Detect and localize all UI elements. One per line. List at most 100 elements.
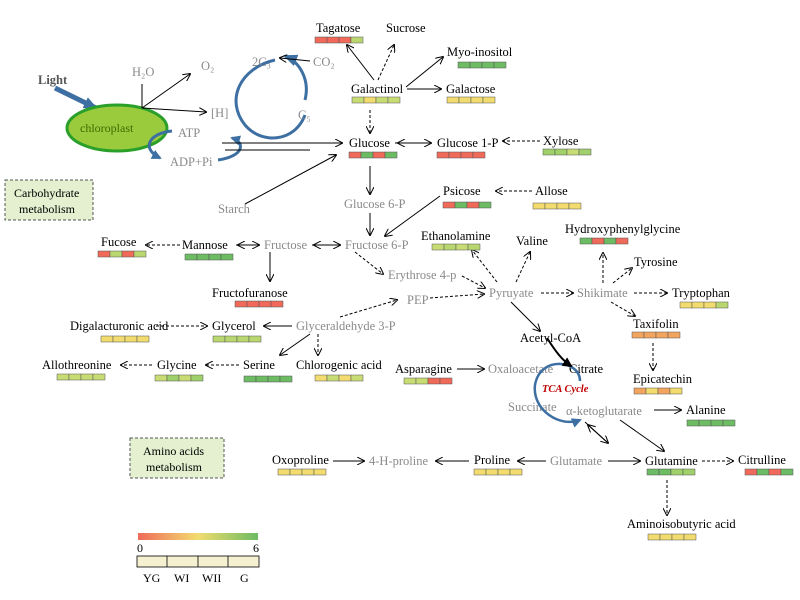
tca-cycle-arc	[533, 362, 582, 428]
heatmap-cell	[56, 373, 70, 381]
chlorogenic-label: Chlorogenic acid	[296, 358, 382, 372]
pathway-arrows	[121, 45, 733, 515]
glucose-label: Glucose	[349, 136, 390, 150]
heatmap-fructofuranose	[234, 300, 284, 308]
heatmap-cell	[255, 375, 269, 383]
heatmap-cell	[671, 533, 685, 541]
heatmap-cell	[112, 335, 126, 343]
sucrose-label: Sucrose	[386, 21, 426, 35]
adp-cycle-arrow	[217, 135, 242, 162]
heatmap-cell	[443, 243, 457, 251]
fructose-6p-label: Fructose 6-P	[345, 238, 409, 252]
mannose-label: Mannose	[182, 238, 228, 252]
heatmap-cell	[554, 148, 568, 156]
carbohydrate-box-line1: Carbohydrate	[14, 186, 79, 200]
heatmap-cell	[493, 61, 507, 69]
heatmap-cell	[427, 377, 441, 385]
heatmap-citrulline	[744, 468, 794, 476]
shikimate-label: Shikimate	[577, 286, 628, 300]
heatmap-cell	[455, 243, 469, 251]
heatmap-cell	[667, 331, 681, 339]
legend-min-label: 0	[137, 541, 143, 555]
heatmap-allothreonine	[56, 373, 106, 381]
glucose-1p-label: Glucose 1-P	[437, 136, 498, 150]
h-label: [H]	[211, 106, 228, 120]
heatmap-myo-inositol	[457, 61, 507, 69]
heatmap-cell	[458, 96, 472, 104]
chloroplast-label: chloroplast	[80, 121, 134, 135]
valine-label: Valine	[516, 234, 548, 248]
heatmap-cell	[166, 374, 180, 382]
allose-label: Allose	[535, 184, 568, 198]
glyceraldehyde-label: Glyceraldehyde 3-P	[296, 319, 396, 333]
heatmap-cell	[190, 374, 204, 382]
arrow-shikimate-tyrosine	[612, 268, 632, 284]
heatmap-cell	[683, 533, 697, 541]
light-arrow	[53, 85, 98, 111]
heatmap-cell	[472, 151, 486, 159]
heatmap-asparagine	[403, 377, 453, 385]
heatmap-cell	[710, 419, 724, 427]
heatmap-xylose	[542, 148, 592, 156]
heatmap-bars	[56, 36, 794, 541]
psicose-label: Psicose	[443, 184, 481, 198]
heatmap-galactinol	[351, 96, 401, 104]
heatmap-aminoisobutyric	[647, 533, 697, 541]
heatmap-cell	[403, 377, 417, 385]
heatmap-glutamine	[646, 468, 696, 476]
photosynthesis-region: Light chloroplast H₂O O₂ [H] ATP ADP+Pi …	[38, 55, 342, 169]
heatmap-cell	[236, 335, 250, 343]
amino-box-line1: Amino acids	[143, 444, 204, 458]
myo-inositol-label: Myo-inositol	[447, 45, 513, 59]
amino-box-line2: metabolism	[146, 460, 203, 474]
ketoglutarate-label: α-ketoglutarate	[566, 404, 642, 418]
heatmap-cell	[178, 374, 192, 382]
alanine-label: Alanine	[686, 403, 726, 417]
glutamine-label: Glutamine	[645, 454, 698, 468]
heatmap-cell	[482, 96, 496, 104]
heatmap-cell	[659, 533, 673, 541]
co2-arrow	[280, 58, 311, 61]
heatmap-allose	[532, 202, 582, 210]
heatmap-cell	[277, 468, 291, 476]
heatmap-cell	[657, 387, 671, 395]
tyrosine-label: Tyrosine	[634, 255, 678, 269]
c5-label: C₅	[298, 108, 311, 122]
o2-label: O₂	[201, 59, 214, 73]
arrow-shikimate-taxifolin	[610, 301, 635, 316]
arrow-pyruvate-ethanolamine	[472, 250, 498, 283]
heatmap-psicose	[442, 201, 492, 209]
atp-cycle-arrow	[147, 129, 173, 160]
heatmap-cell	[485, 468, 499, 476]
heatmap-cell	[375, 96, 389, 104]
tca-cycle	[533, 337, 582, 428]
heatmap-cell	[454, 201, 468, 209]
heatmap-cell	[68, 373, 82, 381]
tca-cycle-label: TCA Cycle	[542, 384, 589, 395]
fructose-label: Fructose	[264, 238, 308, 252]
erythrose-4p-label: Erythrose 4-p	[388, 268, 456, 282]
heatmap-cell	[220, 253, 234, 261]
heatmap-cell	[348, 151, 362, 159]
heatmap-cell	[679, 301, 693, 309]
heatmap-cell	[497, 468, 511, 476]
arrow-ketoglutarate-glutamine	[619, 419, 664, 451]
xylose-label: Xylose	[543, 134, 579, 148]
heatmap-cell	[267, 375, 281, 383]
heatmap-cell	[196, 253, 210, 261]
heatmap-cell	[470, 96, 484, 104]
heatmap-cell	[270, 300, 284, 308]
heatmap-cell	[646, 468, 660, 476]
starch-label: Starch	[218, 202, 251, 216]
heatmap-cell	[603, 237, 617, 245]
legend-max-label: 6	[253, 541, 259, 555]
acetyl-coa-label: Acetyl-CoA	[520, 331, 581, 345]
arrow-pep-pyruvate	[429, 294, 484, 298]
heatmap-cell	[722, 419, 736, 427]
heatmap-cell	[647, 533, 661, 541]
legend-group-wii: WII	[202, 571, 221, 585]
heatmap-taxifolin	[631, 331, 681, 339]
galactose-label: Galactose	[446, 82, 496, 96]
heatmap-fucose	[97, 250, 147, 258]
amino-acids-metabolism-box	[129, 437, 225, 479]
